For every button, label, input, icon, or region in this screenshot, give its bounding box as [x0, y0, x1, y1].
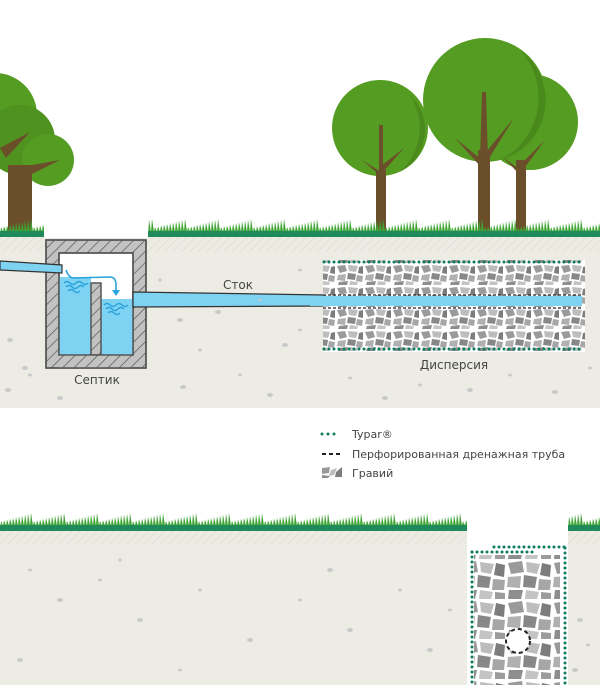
grass-base: [568, 525, 600, 531]
pebble: [57, 396, 63, 400]
trench-gravel-fill: [470, 545, 567, 685]
pebble: [282, 343, 288, 347]
label-outflow: Сток: [223, 278, 253, 292]
legend-label: Перфорированная дренажная труба: [352, 448, 565, 461]
septic-water-chamber-2: [101, 299, 133, 355]
legend-item-gravel: Гравий: [322, 467, 393, 480]
pebble: [28, 568, 32, 572]
pebble: [347, 628, 353, 632]
pebble: [198, 588, 202, 592]
grass-base: [148, 231, 600, 237]
pebble: [57, 598, 63, 602]
pebble: [572, 668, 578, 672]
perforated-pipe-section: [505, 628, 531, 654]
dispersion-field: [310, 260, 586, 352]
legend: Typar® Перфорированная дренажная труба Г…: [320, 428, 565, 480]
pebble: [427, 648, 433, 652]
inlet-pipe: [0, 260, 63, 274]
legend-label: Гравий: [352, 467, 393, 480]
bottom-scene: [0, 508, 600, 685]
pebble: [98, 578, 102, 582]
pebble: [508, 373, 512, 377]
label-septic: Септик: [74, 373, 120, 387]
septic-water-chamber-1: [59, 277, 91, 355]
label-dispersion: Дисперсия: [420, 358, 488, 372]
pebble: [588, 366, 592, 370]
pebble: [258, 299, 262, 301]
pebble: [5, 388, 11, 392]
pebble: [178, 668, 182, 672]
legend-item-typar: Typar®: [320, 428, 393, 441]
pebble: [298, 268, 302, 272]
pebble: [298, 328, 302, 332]
grass-bottom: [0, 512, 600, 531]
pebble: [398, 588, 402, 592]
flow-arrow-icon: [65, 269, 117, 292]
perforated-pipe: [310, 296, 582, 306]
water-waves-icon: [63, 280, 129, 316]
pebble: [7, 338, 13, 342]
soil-hatch-strip-top: [0, 236, 600, 252]
grass-base: [0, 231, 44, 237]
pebble: [158, 278, 162, 282]
grass-top: [0, 218, 600, 237]
pebble: [28, 373, 32, 377]
tree-right-small: [332, 80, 428, 236]
pebble: [198, 348, 202, 352]
top-scene: Септик Сток Дисперсия: [0, 38, 600, 408]
legend-item-perforated-pipe: Перфорированная дренажная труба: [322, 448, 565, 461]
septic-pit-opening: [44, 224, 148, 238]
septic-tank: [45, 239, 147, 369]
pebble: [467, 388, 473, 392]
pebble: [267, 393, 273, 397]
outflow-pipe: [132, 291, 326, 308]
tree-left: [0, 73, 74, 235]
pebble: [215, 310, 221, 314]
grass-base: [0, 525, 467, 531]
legend-label: Typar®: [351, 428, 393, 441]
septic-partition: [90, 282, 102, 356]
pebble: [238, 373, 242, 377]
soil-pebbles-bottom: [17, 558, 590, 672]
pebble: [177, 318, 183, 322]
pebble: [382, 396, 388, 400]
pebble: [552, 390, 558, 394]
pebble: [577, 618, 583, 622]
pebble: [418, 383, 422, 387]
pebble: [298, 598, 302, 602]
tree-right-large: [423, 38, 547, 236]
gravel-swatch-icon: [322, 467, 342, 478]
pebble: [247, 638, 253, 642]
pebble: [348, 376, 352, 380]
pebble: [22, 366, 28, 370]
pebble: [448, 608, 452, 612]
pebble: [17, 658, 23, 662]
soil-hatch-strip-bottom: [0, 530, 600, 544]
pebble: [180, 385, 186, 389]
pebble: [118, 558, 122, 562]
soil-pebbles-top: [5, 268, 592, 400]
pebble: [327, 568, 333, 572]
pebble: [137, 618, 143, 622]
pebble: [586, 643, 590, 647]
